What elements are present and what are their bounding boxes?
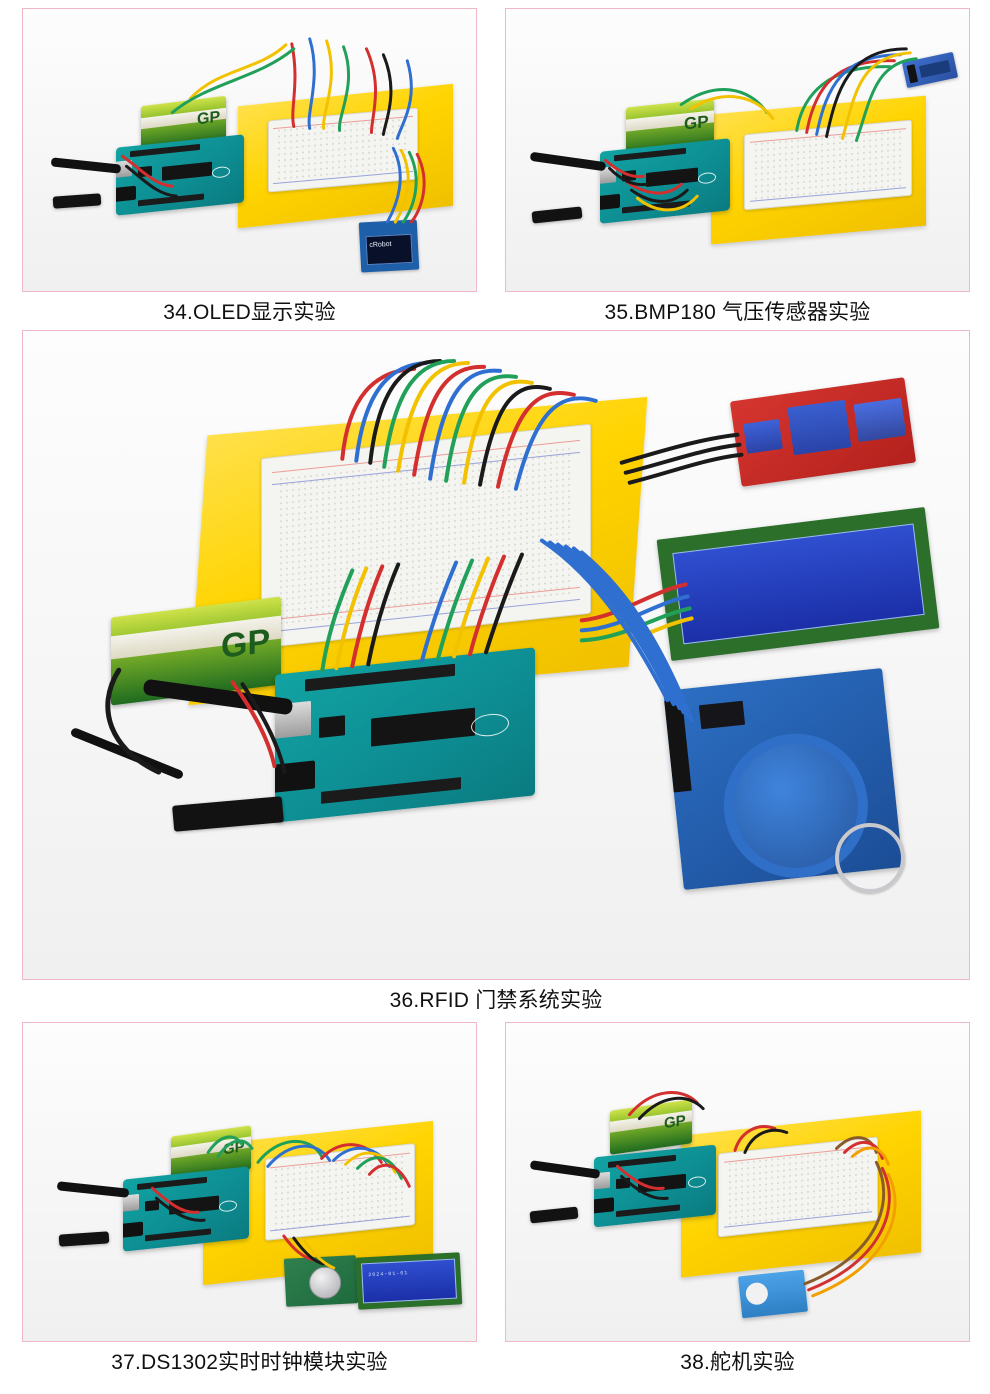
figure-35-photo: GP xyxy=(505,8,970,292)
figure-35-caption: 35.BMP180 气压传感器实验 xyxy=(604,301,871,324)
jumper-wires xyxy=(105,358,744,775)
figure-37-photo: GP 2024- xyxy=(22,1022,477,1342)
figure-38: GP xyxy=(505,1022,970,1382)
figure-37: GP 2024- xyxy=(22,1022,477,1382)
figure-38-photo: GP xyxy=(505,1022,970,1342)
figure-34-photo: GP cRobot xyxy=(22,8,477,292)
scene-servo: GP xyxy=(506,1023,969,1341)
figure-34-caption: 34.OLED显示实验 xyxy=(163,301,336,324)
scene-ds1302: GP 2024- xyxy=(23,1023,476,1341)
figure-38-caption: 38.舵机实验 xyxy=(680,1351,795,1374)
scene-bmp180: GP xyxy=(506,9,969,291)
scene-oled: GP cRobot xyxy=(23,9,476,291)
figure-35: GP xyxy=(505,8,970,328)
figure-36-caption: 36.RFID 门禁系统实验 xyxy=(389,989,603,1012)
figure-37-caption: 37.DS1302实时时钟模块实验 xyxy=(111,1351,388,1374)
jumper-wires xyxy=(604,47,918,212)
figure-36-photo: GP xyxy=(22,330,970,980)
jumper-wires xyxy=(121,37,426,224)
figure-34: GP cRobot xyxy=(22,8,477,328)
rfid-keyfob-ring xyxy=(835,823,905,893)
jumper-wires xyxy=(150,1135,411,1270)
scene-rfid: GP xyxy=(23,331,969,979)
figure-36: GP xyxy=(22,330,970,1020)
jumper-wires xyxy=(616,1091,897,1298)
